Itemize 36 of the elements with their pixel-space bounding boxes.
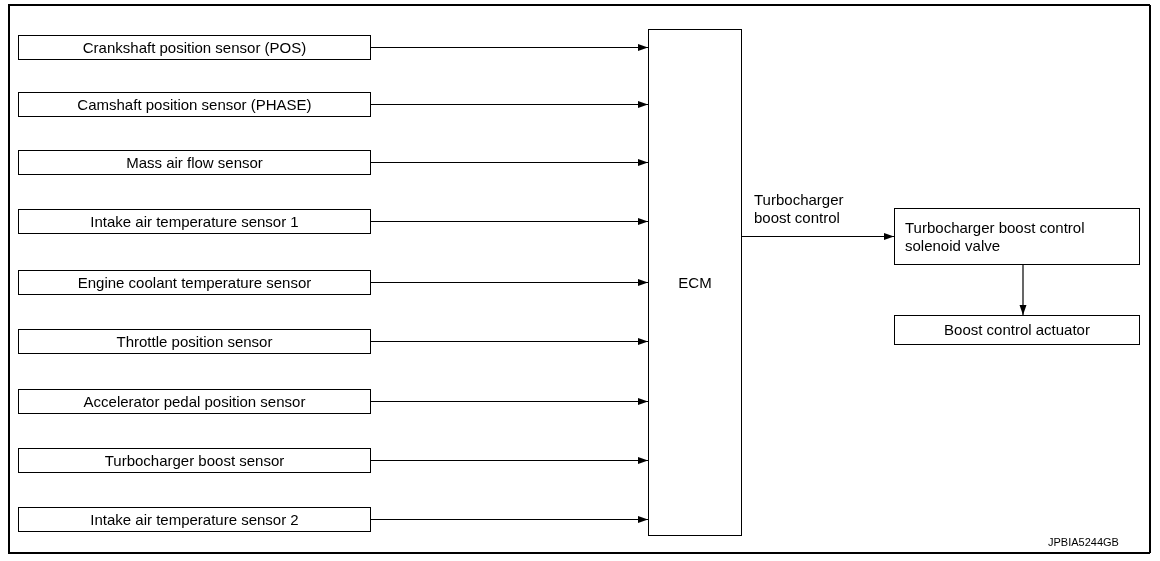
arrow — [1019, 264, 1027, 316]
box-label: Intake air temperature sensor 1 — [90, 212, 299, 231]
box-label: ECM — [678, 273, 712, 292]
arrow — [370, 44, 649, 51]
component-box — [894, 208, 1140, 265]
arrow — [370, 338, 649, 345]
figure-code: JPBIA5244GB — [1048, 536, 1119, 548]
box-label: Engine coolant temperature sensor — [77, 273, 312, 292]
box-label: Turbocharger boost control solenoid valve — [905, 218, 1086, 255]
box-label: Crankshaft position sensor (POS) — [82, 38, 307, 57]
arrow — [370, 159, 649, 166]
component-box — [18, 507, 371, 532]
box-label: Turbocharger boost sensor — [104, 451, 285, 470]
control-unit-box — [648, 29, 742, 536]
box-label: Mass air flow sensor — [126, 153, 263, 172]
component-box — [18, 35, 371, 60]
arrow — [370, 218, 649, 225]
component-box — [18, 270, 371, 295]
box-label: Accelerator pedal position sensor — [83, 392, 306, 411]
box-label: Camshaft position sensor (PHASE) — [77, 95, 312, 114]
component-box — [18, 329, 371, 354]
arrow — [370, 101, 649, 108]
box-label: Throttle position sensor — [116, 332, 273, 351]
component-box — [18, 389, 371, 414]
arrow — [741, 233, 895, 240]
box-label: Intake air temperature sensor 2 — [90, 510, 299, 529]
box-label: Boost control actuator — [944, 321, 1090, 339]
component-box — [18, 448, 371, 473]
arrow — [370, 398, 649, 405]
component-box — [18, 92, 371, 117]
component-box — [894, 315, 1140, 345]
arrow — [370, 516, 649, 523]
component-box — [18, 209, 371, 234]
arrow — [370, 279, 649, 286]
arrow — [370, 457, 649, 464]
component-box — [18, 150, 371, 175]
